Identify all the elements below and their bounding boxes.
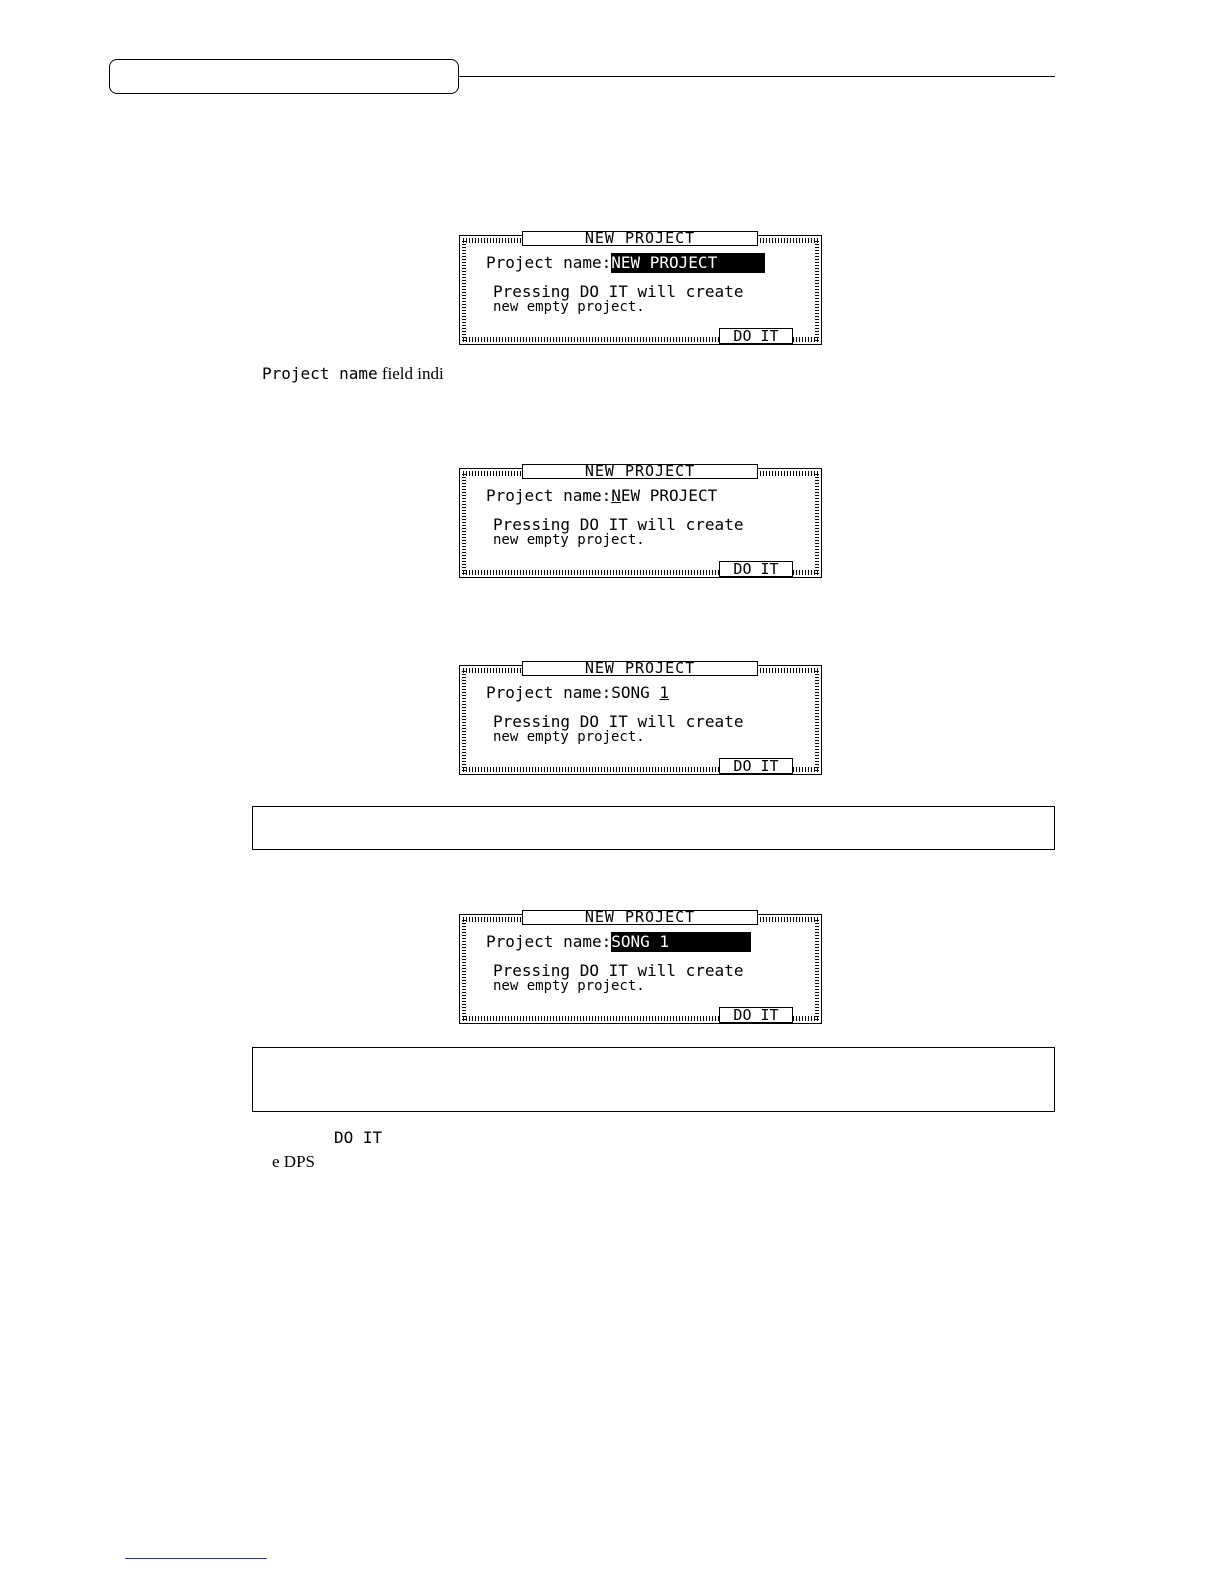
lcd-title: NEW PROJECT [522,661,758,676]
project-name-label: Project name: [486,253,612,272]
project-name-label: Project name: [486,486,612,505]
do-it-button[interactable]: DO IT [719,328,793,344]
value-rest: EW PROJECT [620,486,718,505]
do-it-button[interactable]: DO IT [719,1007,793,1023]
message-line-1: Pressing DO IT will create [493,961,744,980]
lcd-border-dots [815,239,819,341]
message-line-2: new empty project. [493,978,645,994]
message-line-1: Pressing DO IT will create [493,515,744,534]
message-line-1: Pressing DO IT will create [493,712,744,731]
lcd-screen-2: NEW PROJECT Project name:NEW PROJECT Pre… [459,464,822,578]
project-name-field[interactable]: SONG 1 [611,932,752,952]
message-line-2: new empty project. [493,299,645,315]
project-name-row: Project name:SONG 1 [486,683,669,703]
lcd-border-dots [462,239,466,341]
lcd-title: NEW PROJECT [522,910,758,925]
project-name-row: Project name:NEW PROJECT [486,486,717,506]
cursor-char: N [611,486,621,505]
project-name-row: Project name:NEW PROJECT [486,253,766,273]
body-text-line: Project name field indi [262,364,444,384]
do-it-term: DO IT [334,1128,383,1147]
project-name-term: Project name [262,364,378,383]
message-line-2: new empty project. [493,532,645,548]
message-line-1: Pressing DO IT will create [493,282,744,301]
project-name-field[interactable]: NEW PROJECT [611,486,717,505]
do-it-button[interactable]: DO IT [719,561,793,577]
section-header-tab [109,59,459,94]
field-indi-text: field indi [381,364,444,383]
cursor-char: 1 [659,683,670,702]
value-prefix: SONG [611,683,660,702]
note-box-1 [252,806,1055,850]
lcd-title: NEW PROJECT [522,464,758,479]
lcd-border-dots [462,669,466,771]
lcd-border-dots [815,669,819,771]
lcd-title: NEW PROJECT [522,231,758,246]
lcd-border-dots [462,918,466,1020]
project-name-field[interactable]: SONG 1 [611,683,669,702]
lcd-border-dots [815,472,819,574]
project-name-label: Project name: [486,932,612,951]
project-name-field[interactable]: NEW PROJECT [611,253,766,273]
do-it-button[interactable]: DO IT [719,758,793,774]
project-name-row: Project name:SONG 1 [486,932,752,952]
lcd-screen-4: NEW PROJECT Project name:SONG 1 Pressing… [459,910,822,1024]
do-it-term-line: DO IT [334,1128,382,1148]
section-header-rule [459,76,1055,77]
lcd-border-dots [463,337,818,342]
lcd-screen-3: NEW PROJECT Project name:SONG 1 Pressing… [459,661,822,775]
message-line-2: new empty project. [493,729,645,745]
lcd-screen-1: NEW PROJECT Project name:NEW PROJECT Pre… [459,231,822,345]
lcd-border-dots [463,570,818,575]
footer-rule [125,1558,267,1559]
lcd-border-dots [462,472,466,574]
lcd-border-dots [463,1016,818,1021]
lcd-border-dots [463,767,818,772]
project-name-label: Project name: [486,683,612,702]
e-dps-text: e DPS [272,1152,315,1171]
lcd-border-dots [815,918,819,1020]
note-box-2 [252,1047,1055,1112]
